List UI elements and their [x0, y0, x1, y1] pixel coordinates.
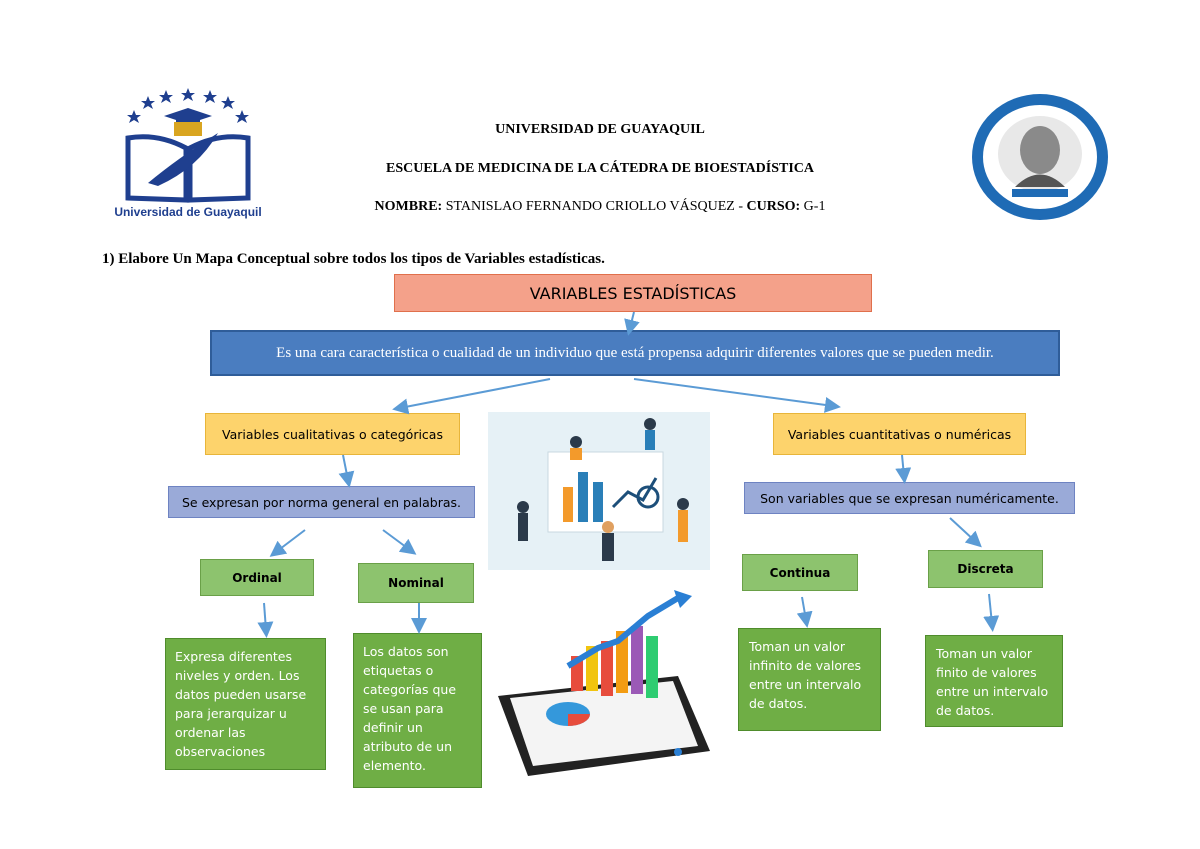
definition-box: Es una cara característica o cualidad de… — [210, 330, 1060, 376]
nominal-box: Nominal — [358, 563, 474, 603]
chart-illustration — [488, 586, 720, 786]
course-value: G-1 — [803, 199, 826, 214]
faculty-seal — [970, 92, 1110, 222]
question-text: 1) Elabore Un Mapa Conceptual sobre todo… — [102, 251, 605, 267]
ordinal-desc-box: Expresa diferentes niveles y orden. Los … — [165, 638, 326, 770]
quantitative-desc-box: Son variables que se expresan numéricame… — [744, 482, 1075, 514]
analytics-team-icon — [517, 418, 689, 561]
university-logo-icon: Universidad de Guayaquil — [114, 88, 262, 219]
definition-text: Es una cara característica o cualidad de… — [276, 344, 994, 361]
qualitative-desc-box: Se expresan por norma general en palabra… — [168, 486, 475, 518]
discreta-title: Discreta — [957, 562, 1014, 576]
student-line: NOMBRE: STANISLAO FERNANDO CRIOLLO VÁSQU… — [320, 199, 880, 215]
faculty-seal-icon — [972, 94, 1108, 220]
logo-caption: Universidad de Guayaquil — [114, 205, 261, 219]
tablet-chart-icon — [498, 590, 710, 776]
discreta-desc: Toman un valor finito de valores entre u… — [936, 646, 1049, 718]
continua-desc-box: Toman un valor infinito de valores entre… — [738, 628, 881, 731]
ordinal-desc: Expresa diferentes niveles y orden. Los … — [175, 649, 307, 759]
continua-box: Continua — [742, 554, 858, 591]
qualitative-title-box: Variables cualitativas o categóricas — [205, 413, 460, 455]
continua-title: Continua — [769, 565, 831, 580]
discreta-desc-box: Toman un valor finito de valores entre u… — [925, 635, 1063, 727]
nominal-desc-box: Los datos son etiquetas o categorías que… — [353, 633, 482, 788]
quantitative-title-box: Variables cuantitativas o numéricas — [773, 413, 1026, 455]
name-value: STANISLAO FERNANDO CRIOLLO VÁSQUEZ - — [445, 199, 743, 214]
qualitative-desc: Se expresan por norma general en palabra… — [181, 494, 462, 510]
discreta-box: Discreta — [928, 550, 1043, 588]
university-title: UNIVERSIDAD DE GUAYAQUIL — [495, 122, 705, 137]
course-label: CURSO: — [746, 199, 801, 214]
qualitative-title: Variables cualitativas o categóricas — [222, 426, 443, 442]
continua-desc: Toman un valor infinito de valores entre… — [749, 639, 862, 711]
analytics-illustration — [488, 412, 710, 570]
quantitative-title: Variables cuantitativas o numéricas — [787, 426, 1012, 442]
quantitative-desc: Son variables que se expresan numéricame… — [760, 490, 1059, 506]
nominal-title: Nominal — [388, 576, 444, 590]
ordinal-title: Ordinal — [232, 570, 282, 585]
school-title: ESCUELA DE MEDICINA DE LA CÁTEDRA DE BIO… — [385, 161, 814, 176]
map-title: VARIABLES ESTADÍSTICAS — [394, 274, 872, 312]
map-title-text: VARIABLES ESTADÍSTICAS — [529, 283, 737, 303]
name-label: NOMBRE: — [374, 199, 443, 214]
nominal-desc: Los datos son etiquetas o categorías que… — [363, 644, 457, 773]
ordinal-box: Ordinal — [200, 559, 314, 596]
university-logo: Universidad de Guayaquil — [108, 88, 268, 223]
